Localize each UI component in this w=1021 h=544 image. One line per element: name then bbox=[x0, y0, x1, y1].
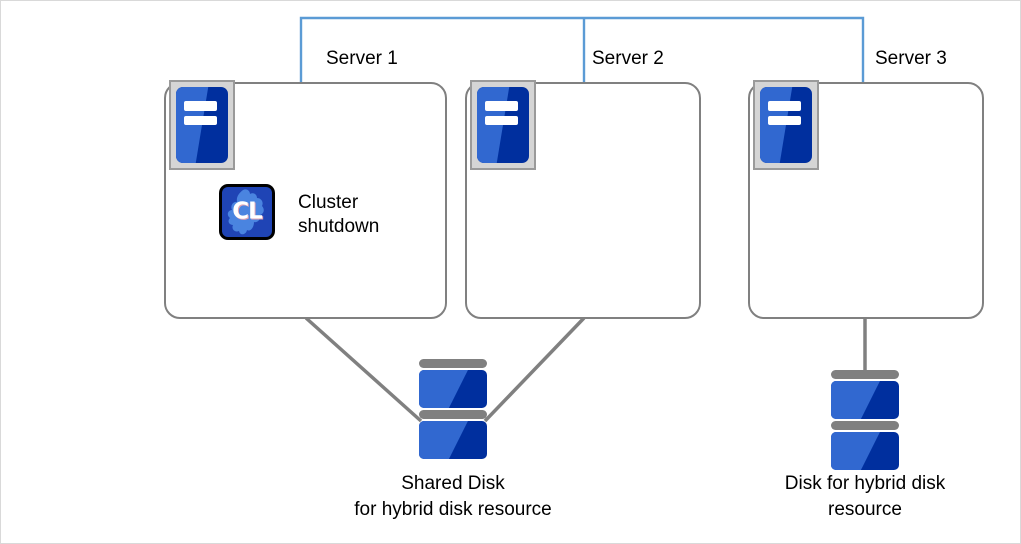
machine-gradient bbox=[477, 87, 510, 163]
disk-platter-1 bbox=[831, 381, 899, 419]
cluster-splat-icon bbox=[227, 189, 264, 235]
disk-platter-1 bbox=[419, 370, 487, 408]
disk-platter-2 bbox=[831, 432, 899, 470]
local-disk-caption-line1: Disk for hybrid disk bbox=[784, 473, 946, 494]
server-label-2: Server 2 bbox=[592, 48, 664, 69]
server-machine-icon-1 bbox=[169, 80, 235, 170]
server-label-3: Server 3 bbox=[875, 48, 947, 69]
machine-gradient bbox=[176, 87, 209, 163]
machine-slot-bar-2 bbox=[184, 115, 217, 125]
cluster-shutdown-caption-line1: Cluster bbox=[298, 192, 359, 213]
disk-gradient bbox=[831, 432, 880, 470]
cluster-shutdown-icon[interactable]: CL bbox=[219, 184, 275, 240]
shared-disk-icon[interactable] bbox=[419, 359, 487, 461]
cluster-icon-label: CL bbox=[232, 198, 263, 225]
cluster-bracket-icon bbox=[299, 16, 865, 82]
shared-disk-caption: Shared Disk for hybrid disk resource bbox=[293, 471, 613, 523]
disk-plate-top bbox=[419, 359, 487, 368]
disk-gradient bbox=[831, 381, 880, 419]
local-disk-icon[interactable] bbox=[831, 370, 899, 472]
cluster-shutdown-caption-line2: shutdown bbox=[298, 216, 380, 237]
machine-body bbox=[176, 87, 228, 163]
machine-gradient bbox=[760, 87, 793, 163]
shared-disk-caption-line1: Shared Disk bbox=[401, 473, 505, 494]
local-disk-caption: Disk for hybrid disk resource bbox=[715, 471, 1015, 523]
link-server1-shared-disk bbox=[304, 316, 423, 423]
machine-slot-bar-2 bbox=[485, 115, 518, 125]
cluster-shutdown-caption: Cluster shutdown bbox=[298, 191, 379, 239]
machine-slot-bar-1 bbox=[768, 101, 801, 111]
machine-slot-bar-2 bbox=[768, 115, 801, 125]
server-box-2[interactable] bbox=[465, 82, 701, 319]
disk-platter-2 bbox=[419, 421, 487, 459]
server-machine-icon-2 bbox=[470, 80, 536, 170]
disk-plate-middle bbox=[831, 421, 899, 430]
machine-slot-bar-1 bbox=[485, 101, 518, 111]
machine-body bbox=[477, 87, 529, 163]
server-label-1: Server 1 bbox=[326, 48, 398, 69]
machine-slot-bar-1 bbox=[184, 101, 217, 111]
cluster-icon-inner: CL bbox=[222, 187, 272, 237]
link-server2-shared-disk bbox=[483, 316, 586, 423]
local-disk-caption-line2: resource bbox=[828, 499, 902, 520]
machine-body bbox=[760, 87, 812, 163]
server-machine-icon-3 bbox=[753, 80, 819, 170]
shared-disk-caption-line2: for hybrid disk resource bbox=[354, 499, 552, 520]
disk-gradient bbox=[419, 370, 468, 408]
disk-plate-top bbox=[831, 370, 899, 379]
disk-gradient bbox=[419, 421, 468, 459]
disk-plate-middle bbox=[419, 410, 487, 419]
